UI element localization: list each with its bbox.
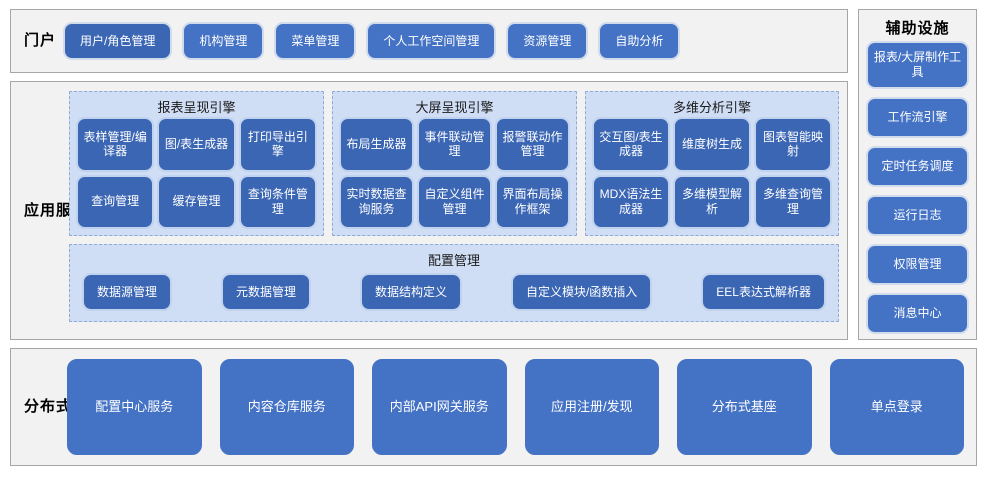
screen-item-layout-generator[interactable]: 布局生成器 — [341, 119, 412, 170]
portal-section-label: 门户 — [11, 10, 57, 72]
portal-item-menu[interactable]: 菜单管理 — [276, 24, 355, 58]
distributed-base-section-label-text: 分布式基础 — [24, 398, 105, 416]
config-item-eel-expression-parser[interactable]: EEL表达式解析器 — [703, 275, 824, 309]
group-large-screen-engine: 大屏呈现引擎 布局生成器 事件联动管理 报警联动作管理 实时数据查询服务 自定义… — [332, 91, 577, 236]
group-configuration-management-items: 数据源管理 元数据管理 数据结构定义 自定义模块/函数插入 EEL表达式解析器 — [84, 273, 824, 311]
olap-item-chart-smart-mapping[interactable]: 图表智能映射 — [756, 119, 830, 170]
group-olap-engine: 多维分析引擎 交互图/表生成器 维度树生成 图表智能映射 MDX语法生成器 多维… — [585, 91, 839, 236]
auxiliary-facilities-list: 报表/大屏制作工具 工作流引擎 定时任务调度 运行日志 权限管理 消息中心 — [868, 43, 967, 332]
olap-item-dimension-tree-generation[interactable]: 维度树生成 — [675, 119, 749, 170]
group-report-rendering-engine-items: 表样管理/编译器 图/表生成器 打印导出引擎 查询管理 缓存管理 查询条件管理 — [78, 119, 315, 227]
report-item-cache-management[interactable]: 缓存管理 — [159, 176, 234, 227]
base-item-distributed-foundation[interactable]: 分布式基座 — [677, 359, 812, 455]
aux-item-report-screen-tool[interactable]: 报表/大屏制作工具 — [868, 43, 967, 87]
portal-button-row: 用户/角色管理 机构管理 菜单管理 个人工作空间管理 资源管理 自助分析 — [65, 10, 839, 72]
olap-item-multidim-query-management[interactable]: 多维查询管理 — [756, 176, 830, 227]
auxiliary-facilities-title: 辅助设施 — [885, 20, 950, 37]
group-report-rendering-engine-title: 报表呈现引擎 — [157, 100, 236, 115]
aux-item-scheduled-task[interactable]: 定时任务调度 — [868, 148, 967, 185]
portal-item-org[interactable]: 机构管理 — [184, 24, 263, 58]
portal-item-resource[interactable]: 资源管理 — [508, 24, 587, 58]
distributed-base-button-row: 配置中心服务 内容仓库服务 内部API网关服务 应用注册/发现 分布式基座 单点… — [67, 359, 964, 455]
screen-item-alarm-action-management[interactable]: 报警联动作管理 — [497, 119, 568, 170]
aux-item-workflow-engine[interactable]: 工作流引擎 — [868, 99, 967, 136]
screen-item-event-linkage-management[interactable]: 事件联动管理 — [419, 119, 490, 170]
olap-item-multidim-model-parsing[interactable]: 多维模型解析 — [675, 176, 749, 227]
base-item-single-sign-on[interactable]: 单点登录 — [829, 359, 964, 455]
group-olap-engine-title: 多维分析引擎 — [672, 100, 751, 115]
report-item-template-manager[interactable]: 表样管理/编译器 — [78, 119, 153, 170]
report-item-chart-table-generator[interactable]: 图/表生成器 — [159, 119, 234, 170]
aux-item-message-center[interactable]: 消息中心 — [868, 295, 967, 332]
group-configuration-management-title: 配置管理 — [427, 253, 480, 268]
aux-item-runtime-log[interactable]: 运行日志 — [868, 197, 967, 234]
portal-item-user-role[interactable]: 用户/角色管理 — [65, 24, 171, 58]
olap-item-interactive-chart-generator[interactable]: 交互图/表生成器 — [594, 119, 668, 170]
olap-item-mdx-syntax-generator[interactable]: MDX语法生成器 — [594, 176, 668, 227]
portal-section-label-text: 门户 — [24, 32, 57, 50]
application-services-section-label: 应用服务 — [11, 82, 89, 339]
report-item-query-condition-management[interactable]: 查询条件管理 — [240, 176, 315, 227]
group-olap-engine-items: 交互图/表生成器 维度树生成 图表智能映射 MDX语法生成器 多维模型解析 多维… — [594, 119, 830, 227]
portal-panel: 门户 用户/角色管理 机构管理 菜单管理 个人工作空间管理 资源管理 自助分析 — [10, 9, 848, 73]
portal-item-workspace[interactable]: 个人工作空间管理 — [368, 24, 495, 58]
screen-item-realtime-data-query[interactable]: 实时数据查询服务 — [341, 176, 412, 227]
group-configuration-management: 配置管理 数据源管理 元数据管理 数据结构定义 自定义模块/函数插入 EEL表达… — [69, 244, 839, 322]
base-item-internal-api-gateway-service[interactable]: 内部API网关服务 — [372, 359, 507, 455]
portal-item-self-service-analysis[interactable]: 自助分析 — [600, 24, 679, 58]
distributed-base-section-label: 分布式基础 — [11, 349, 105, 465]
config-item-data-structure-definition[interactable]: 数据结构定义 — [361, 275, 460, 309]
group-report-rendering-engine: 报表呈现引擎 表样管理/编译器 图/表生成器 打印导出引擎 查询管理 缓存管理 … — [69, 91, 324, 236]
report-item-print-export-engine[interactable]: 打印导出引擎 — [240, 119, 315, 170]
config-item-custom-module-function[interactable]: 自定义模块/函数插入 — [512, 275, 651, 309]
auxiliary-facilities-panel: 辅助设施 报表/大屏制作工具 工作流引擎 定时任务调度 运行日志 权限管理 消息… — [858, 9, 977, 340]
base-item-app-register-discovery[interactable]: 应用注册/发现 — [524, 359, 659, 455]
aux-item-permission-management[interactable]: 权限管理 — [868, 246, 967, 283]
distributed-base-panel: 分布式基础 配置中心服务 内容仓库服务 内部API网关服务 应用注册/发现 分布… — [10, 348, 977, 466]
config-item-datasource-management[interactable]: 数据源管理 — [84, 275, 171, 309]
application-services-content: 报表呈现引擎 表样管理/编译器 图/表生成器 打印导出引擎 查询管理 缓存管理 … — [69, 91, 839, 330]
report-item-query-management[interactable]: 查询管理 — [78, 176, 153, 227]
base-item-config-center-service[interactable]: 配置中心服务 — [67, 359, 202, 455]
application-services-section-label-text: 应用服务 — [24, 201, 89, 219]
config-item-metadata-management[interactable]: 元数据管理 — [222, 275, 309, 309]
group-large-screen-engine-items: 布局生成器 事件联动管理 报警联动作管理 实时数据查询服务 自定义组件管理 界面… — [341, 119, 568, 227]
group-large-screen-engine-title: 大屏呈现引擎 — [415, 100, 494, 115]
screen-item-custom-component-management[interactable]: 自定义组件管理 — [419, 176, 490, 227]
application-services-panel: 应用服务 报表呈现引擎 表样管理/编译器 图/表生成器 打印导出引擎 查询管理 … — [10, 81, 848, 340]
base-item-content-repository-service[interactable]: 内容仓库服务 — [219, 359, 354, 455]
screen-item-ui-layout-framework[interactable]: 界面布局操作框架 — [497, 176, 568, 227]
